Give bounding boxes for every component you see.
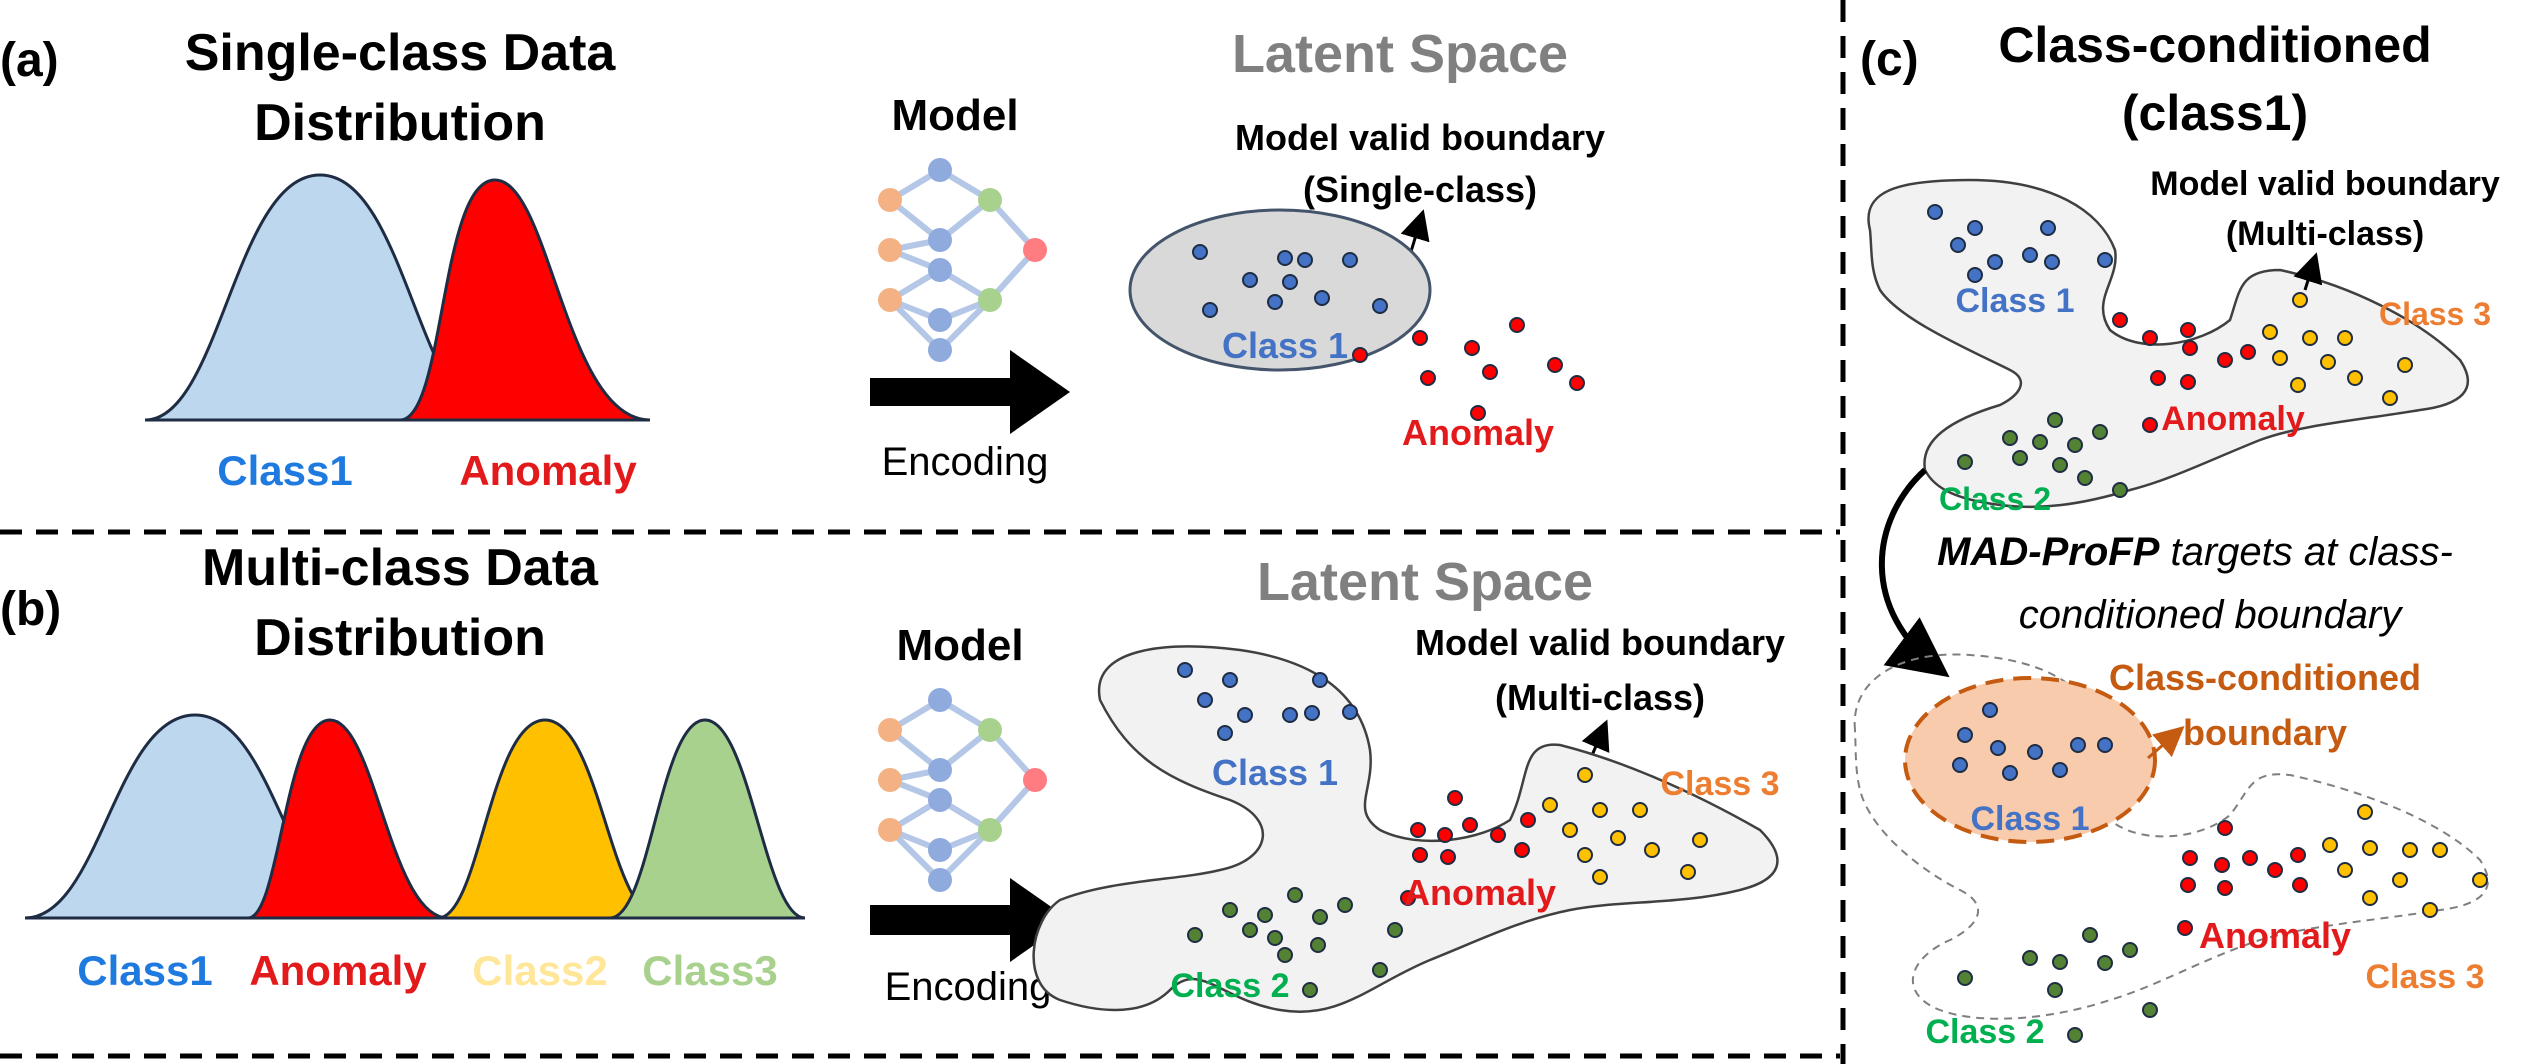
legend-class1: Class1 bbox=[217, 447, 352, 494]
anomaly-points-lower bbox=[2177, 820, 2308, 936]
cc-boundary-label-line2: boundary bbox=[2183, 712, 2347, 753]
class3-points-upper bbox=[2262, 292, 2413, 406]
boundary-label-line2: (Multi-class) bbox=[2226, 215, 2424, 253]
class-conditioned-boundary bbox=[1903, 676, 2157, 844]
class2-distribution-curve bbox=[437, 718, 661, 920]
mad-profp-note-line1: MAD-ProFP targets at class- bbox=[1937, 530, 2453, 574]
boundary-label-line1: Model valid boundary bbox=[1415, 622, 1785, 663]
anomaly-label: Anomaly bbox=[1404, 872, 1556, 913]
class1-label: Class 1 bbox=[1222, 325, 1348, 366]
legend-anomaly: Anomaly bbox=[249, 947, 427, 994]
neural-network-icon bbox=[878, 158, 1047, 362]
panel-a-title-line2: Distribution bbox=[254, 94, 546, 152]
class2-points-lower bbox=[1957, 927, 2158, 1043]
panel-a: (a) Single-class Data Distribution Class… bbox=[0, 24, 1605, 494]
anomaly-points-upper bbox=[2112, 312, 2256, 433]
class1-points bbox=[1177, 662, 1358, 741]
class1-label-lower: Class 1 bbox=[1970, 800, 2089, 838]
class2-label-lower: Class 2 bbox=[1925, 1013, 2044, 1051]
boundary-label-line1: Model valid boundary bbox=[1235, 117, 1605, 158]
class1-label: Class 1 bbox=[1212, 752, 1338, 793]
right-arrow-icon bbox=[870, 878, 1070, 962]
legend-class1: Class1 bbox=[77, 947, 212, 994]
panel-a-label: (a) bbox=[0, 34, 59, 87]
anomaly-distribution-curve bbox=[247, 718, 449, 920]
panel-c: (c) Class-conditioned (class1) Model val… bbox=[1853, 17, 2500, 1051]
anomaly-label-lower: Anomaly bbox=[2199, 915, 2351, 956]
boundary-label-line1: Model valid boundary bbox=[2150, 165, 2500, 203]
boundary-label-line2: (Single-class) bbox=[1303, 169, 1537, 210]
neural-network-icon bbox=[878, 688, 1047, 892]
panel-a-title-line1: Single-class Data bbox=[185, 24, 617, 82]
encoding-label: Encoding bbox=[882, 440, 1049, 484]
right-arrow-icon bbox=[870, 350, 1070, 434]
multi-class-boundary-upper bbox=[1867, 178, 2470, 509]
boundary-label-line2: (Multi-class) bbox=[1495, 677, 1705, 718]
legend-class3: Class3 bbox=[642, 947, 777, 994]
class1-points-lower bbox=[1952, 702, 2113, 781]
class3-distribution-curve bbox=[609, 718, 806, 920]
class3-points bbox=[1542, 767, 1708, 885]
panel-c-title-line2: (class1) bbox=[2122, 85, 2308, 141]
class1-points bbox=[1192, 244, 1388, 318]
class3-points-lower bbox=[2322, 804, 2488, 918]
class3-label-upper: Class 3 bbox=[2379, 296, 2491, 332]
anomaly-points bbox=[1352, 317, 1585, 421]
class2-label: Class 2 bbox=[1170, 967, 1289, 1005]
mad-profp-name: MAD-ProFP bbox=[1937, 530, 2160, 574]
class2-points-upper bbox=[1957, 412, 2128, 498]
class3-label-lower: Class 3 bbox=[2365, 958, 2484, 996]
multi-class-boundary-lower bbox=[1853, 653, 2489, 1020]
anomaly-distribution-curve bbox=[399, 178, 651, 422]
class1-points-upper bbox=[1927, 204, 2113, 283]
class2-points bbox=[1187, 887, 1403, 998]
latent-space-title: Latent Space bbox=[1257, 552, 1593, 612]
cc-boundary-label-line1: Class-conditioned bbox=[2109, 657, 2421, 698]
mad-profp-note-line2: conditioned boundary bbox=[2019, 593, 2405, 637]
anomaly-label: Anomaly bbox=[1402, 412, 1554, 453]
class3-label: Class 3 bbox=[1660, 765, 1779, 803]
mad-profp-note-rest: targets at class- bbox=[2159, 530, 2452, 574]
panel-c-title-line1: Class-conditioned bbox=[1998, 17, 2431, 73]
class2-label-upper: Class 2 bbox=[1939, 481, 2051, 517]
anomaly-label-upper: Anomaly bbox=[2161, 400, 2305, 438]
boundary-pointer-arrow bbox=[1400, 209, 1430, 256]
encoding-label: Encoding bbox=[885, 965, 1052, 1009]
model-label: Model bbox=[896, 621, 1023, 670]
panel-b-title-line2: Distribution bbox=[254, 609, 546, 667]
panel-b-title-line1: Multi-class Data bbox=[202, 539, 599, 597]
curved-arrow bbox=[1878, 467, 1950, 678]
panel-b-label: (b) bbox=[0, 583, 61, 636]
panel-b: (b) Multi-class Data Distribution Class1… bbox=[0, 539, 1785, 1013]
cc-boundary-pointer-arrow bbox=[2147, 726, 2185, 760]
legend-anomaly: Anomaly bbox=[459, 447, 637, 494]
panel-c-label: (c) bbox=[1860, 33, 1919, 86]
model-label: Model bbox=[891, 91, 1018, 140]
legend-class2: Class2 bbox=[472, 947, 607, 994]
latent-space-title: Latent Space bbox=[1232, 24, 1568, 84]
boundary-pointer-arrow bbox=[2293, 252, 2323, 291]
anomaly-points bbox=[1400, 790, 1536, 906]
class1-label-upper: Class 1 bbox=[1955, 282, 2074, 320]
